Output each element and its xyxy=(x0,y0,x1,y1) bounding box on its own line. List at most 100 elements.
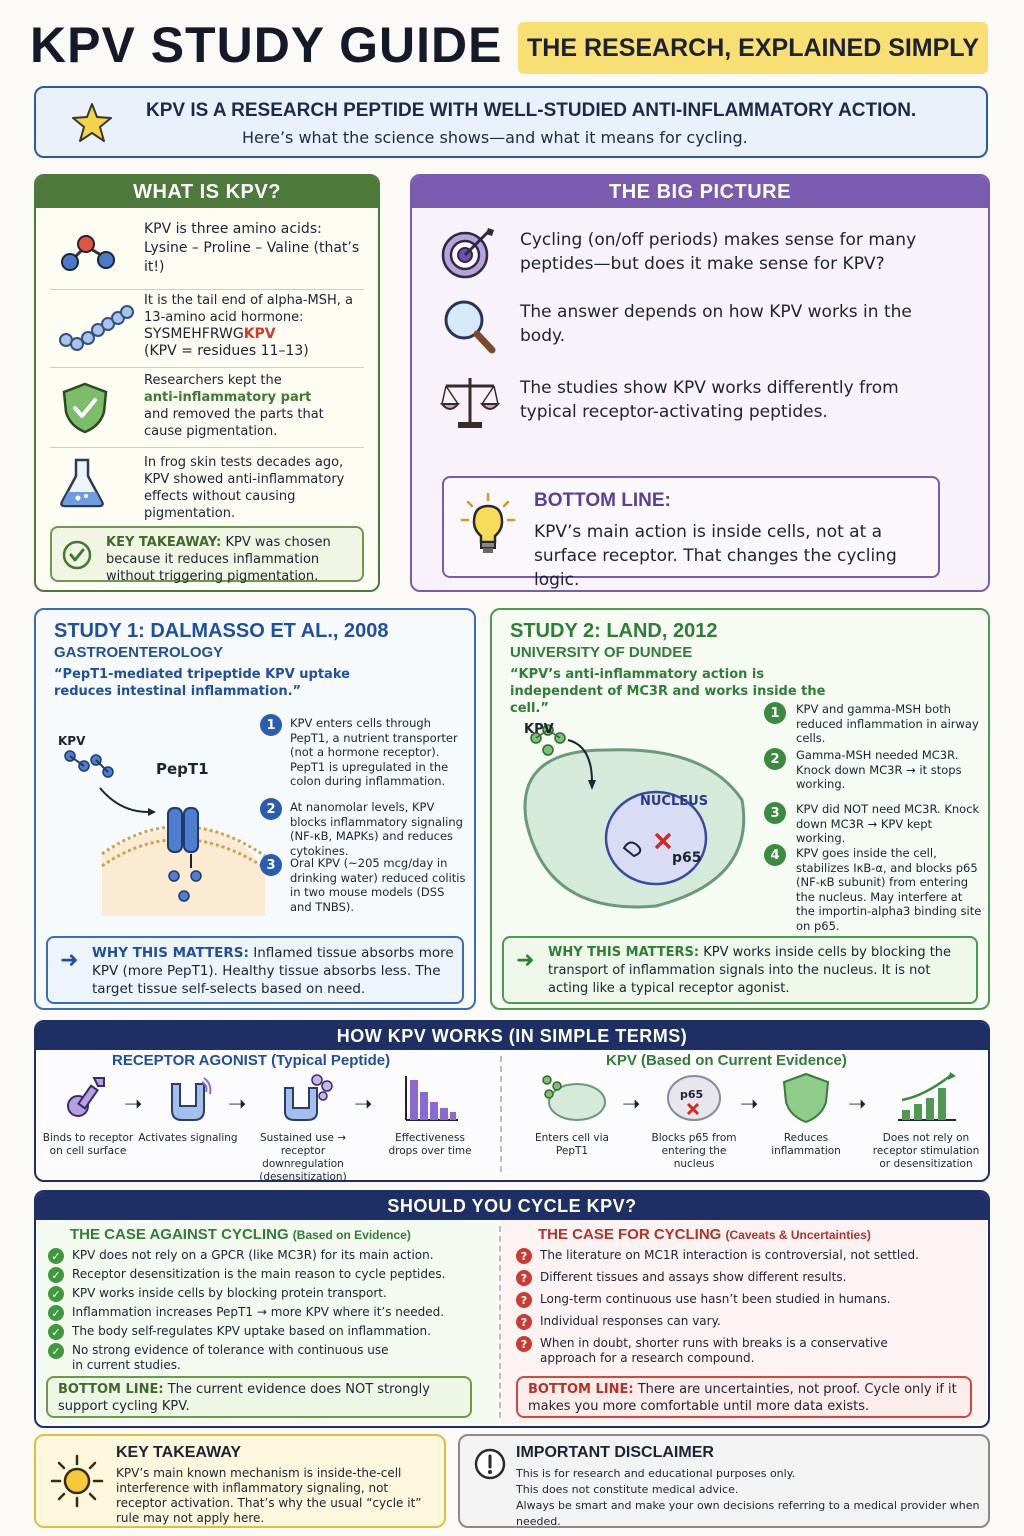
cycle-divider xyxy=(499,1226,501,1418)
what-heading: WHAT IS KPV? xyxy=(36,176,378,208)
how-divider xyxy=(500,1056,502,1172)
study2-step2: Gamma-MSH needed MC3R. Knock down MC3R →… xyxy=(796,748,962,791)
for-item-text: Long-term continuous use hasn’t been stu… xyxy=(540,1292,891,1306)
nucleus-label: NUCLEUS xyxy=(640,794,709,809)
check-icon: ✓ xyxy=(48,1248,64,1264)
study2-subtitle: UNIVERSITY OF DUNDEE xyxy=(510,644,693,661)
flask-icon xyxy=(60,458,104,508)
study1-why-text: WHY THIS MATTERS: Inflamed tissue absorb… xyxy=(92,944,454,998)
what-row-researchers: Researchers kept the anti-inflammatory p… xyxy=(50,368,364,448)
against-item-text: No strong evidence of tolerance with con… xyxy=(72,1343,389,1372)
cycle-heading: SHOULD YOU CYCLE KPV? xyxy=(36,1192,988,1220)
for-item-text: Different tissues and assays show differ… xyxy=(540,1270,847,1284)
big-heading: THE BIG PICTURE xyxy=(412,176,988,208)
question-icon: ? xyxy=(516,1248,532,1264)
study1-step3: Oral KPV (~205 mcg/day in drinking water… xyxy=(290,856,466,914)
key-takeaway-label: KEY TAKEAWAY: xyxy=(106,535,222,550)
pept1-diagram xyxy=(64,750,266,916)
for-title: THE CASE FOR CYCLING (Caveats & Uncertai… xyxy=(538,1226,871,1243)
how-right-cap-1: Enters cell via PepT1 xyxy=(535,1132,609,1157)
step-number-3: 3 xyxy=(764,802,786,824)
against-bottom-label: BOTTOM LINE: xyxy=(58,1382,164,1397)
what-row-frog: In frog skin tests decades ago, KPV show… xyxy=(50,448,364,521)
question-icon: ? xyxy=(516,1336,532,1352)
arrow-right-icon: ➝ xyxy=(354,1092,373,1117)
intro-headline: KPV IS A RESEARCH PEPTIDE WITH WELL-STUD… xyxy=(146,100,917,121)
big-item-cycling: Cycling (on/off periods) makes sense for… xyxy=(438,224,968,284)
study2-why-box: ➜ WHY THIS MATTERS: KPV works inside cel… xyxy=(502,936,978,1004)
rising-bars-icon xyxy=(898,1072,956,1121)
against-subtitle: (Based on Evidence) xyxy=(292,1228,411,1242)
what-row2-line: It is the tail end of alpha-MSH, a 13-am… xyxy=(144,293,353,325)
sun-icon xyxy=(50,1454,104,1508)
arrow-right-icon: ➝ xyxy=(740,1092,759,1117)
should-you-cycle-panel: SHOULD YOU CYCLE KPV? THE CASE AGAINST C… xyxy=(34,1190,990,1428)
against-title: THE CASE AGAINST CYCLING (Based on Evide… xyxy=(70,1226,411,1243)
check-icon: ✓ xyxy=(48,1305,64,1321)
key-takeaway-box: KEY TAKEAWAY: KPV was chosen because it … xyxy=(50,526,364,585)
bottom-line-label: BOTTOM LINE: xyxy=(534,490,671,511)
against-bottom-text: The current evidence does NOT strongly s… xyxy=(58,1382,430,1414)
study1-subtitle: GASTROENTEROLOGY xyxy=(54,644,224,661)
disclaimer-box: IMPORTANT DISCLAIMER This is for researc… xyxy=(458,1434,990,1528)
blocked-p65-icon xyxy=(667,1075,721,1121)
cell-entry-icon xyxy=(542,1075,606,1121)
study1-why-body: Inflamed tissue absorbs more KPV (more P… xyxy=(92,945,454,997)
check-icon: ✓ xyxy=(48,1343,64,1359)
sequence-text: SYSMEHFRWG xyxy=(144,326,244,342)
arrow-right-icon: ➜ xyxy=(60,948,79,973)
check-icon: ✓ xyxy=(48,1324,64,1340)
for-bottom-line: BOTTOM LINE: There are uncertainties, no… xyxy=(516,1376,972,1418)
for-item: ?The literature on MC1R interaction is c… xyxy=(516,1248,960,1264)
study1-step2: At nanomolar levels, KPV blocks inflamma… xyxy=(290,800,463,858)
footer-takeaway-label: KEY TAKEAWAY xyxy=(116,1444,242,1461)
what-row1-text: KPV is three amino acids: Lysine – Proli… xyxy=(144,221,360,275)
study2-kpv-label: KPV xyxy=(524,722,554,737)
residues-note: (KPV = residues 11–13) xyxy=(144,343,309,359)
how-right-step-1: Enters cell via PepT1 xyxy=(522,1072,622,1158)
target-icon xyxy=(441,228,494,279)
against-item-text: The body self-regulates KPV uptake based… xyxy=(72,1324,431,1338)
for-item-text: When in doubt, shorter runs with breaks … xyxy=(540,1336,888,1365)
how-right-step-3: Reduces inflammation xyxy=(756,1072,856,1158)
study2-quote: “KPV’s anti-inflammatory action is indep… xyxy=(510,667,826,716)
what-row2-text: It is the tail end of alpha-MSH, a 13-am… xyxy=(144,292,360,360)
study1-step1: KPV enters cells through PepT1, a nutrie… xyxy=(290,716,458,788)
against-item: ✓KPV does not rely on a GPCR (like MC3R)… xyxy=(48,1248,472,1264)
step-number-3: 3 xyxy=(260,854,282,876)
downregulation-icon xyxy=(284,1074,333,1121)
how-left-cap-2: Activates signaling xyxy=(138,1132,238,1144)
for-title-text: THE CASE FOR CYCLING xyxy=(538,1226,722,1243)
against-item: ✓Inflammation increases PepT1 → more KPV… xyxy=(48,1305,472,1321)
how-right-cap-2: Blocks p65 from entering the nucleus xyxy=(651,1132,737,1170)
how-right-step-4: Does not rely on receptor stimulation or… xyxy=(868,1072,984,1171)
against-title-text: THE CASE AGAINST CYCLING xyxy=(70,1226,289,1243)
big-item1-text: Cycling (on/off periods) makes sense for… xyxy=(520,230,917,274)
study2-panel: STUDY 2: LAND, 2012 UNIVERSITY OF DUNDEE… xyxy=(490,608,990,1010)
check-icon: ✓ xyxy=(48,1286,64,1302)
for-item: ?Individual responses can vary. xyxy=(516,1314,960,1330)
arrow-right-icon: ➝ xyxy=(228,1092,247,1117)
how-left-cap-4: Effectiveness drops over time xyxy=(388,1132,472,1157)
how-left-cap-1: Binds to receptor on cell surface xyxy=(42,1132,134,1157)
how-left-title: RECEPTOR AGONIST (Typical Peptide) xyxy=(112,1052,391,1069)
step-number-1: 1 xyxy=(764,702,786,724)
shield-check-icon xyxy=(62,382,108,434)
lightbulb-icon xyxy=(460,492,516,553)
disclaimer-line-1: This is for research and educational pur… xyxy=(516,1467,796,1480)
how-right-title: KPV (Based on Current Evidence) xyxy=(606,1052,847,1069)
question-icon: ? xyxy=(516,1314,532,1330)
for-item: ?Different tissues and assays show diffe… xyxy=(516,1270,960,1286)
row3-highlight: anti-inflammatory part xyxy=(144,390,312,405)
how-kpv-works-panel: HOW KPV WORKS (IN SIMPLE TERMS) RECEPTOR… xyxy=(34,1020,990,1183)
study2-step4: KPV goes inside the cell, stabilizes IκB… xyxy=(796,846,982,933)
magnifier-icon xyxy=(444,300,496,354)
key-takeaway-text: KEY TAKEAWAY: KPV was chosen because it … xyxy=(106,534,354,585)
how-right-step-2: p65 Blocks p65 from entering the nucleus xyxy=(642,1072,746,1171)
how-left-step-2: Activates signaling xyxy=(138,1072,238,1145)
arrow-right-icon: ➝ xyxy=(622,1092,641,1117)
what-row-amino: KPV is three amino acids: Lysine – Proli… xyxy=(50,214,364,290)
subtitle-tag: THE RESEARCH, EXPLAINED SIMPLY xyxy=(518,22,988,74)
row3-part-a: Researchers kept the xyxy=(144,373,282,388)
study1-panel: STUDY 1: DALMASSO ET AL., 2008 GASTROENT… xyxy=(34,608,476,1010)
